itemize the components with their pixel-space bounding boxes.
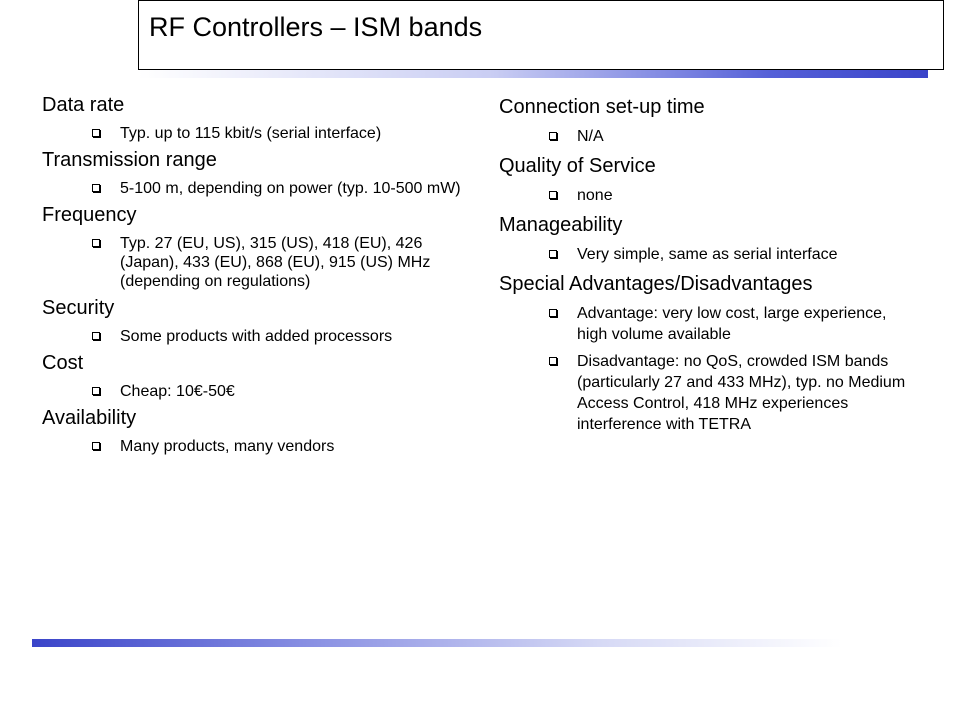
- section-connection-setup-time: Connection set-up time N/A: [499, 94, 919, 147]
- square-bullet-icon: [549, 309, 557, 317]
- list-item-text: Typ. 27 (EU, US), 315 (US), 418 (EU), 42…: [120, 235, 431, 290]
- square-bullet-icon: [549, 191, 557, 199]
- list-item: 5-100 m, depending on power (typ. 10-500…: [42, 179, 462, 198]
- section-heading: Cost: [42, 352, 84, 374]
- list-item: Disadvantage: no QoS, crowded ISM bands …: [499, 351, 919, 435]
- bottom-accent-bar: [32, 639, 842, 647]
- list-item: Advantage: very low cost, large experien…: [499, 303, 919, 345]
- section-security: Security Some products with added proces…: [42, 295, 462, 346]
- list-item-text: Very simple, same as serial interface: [577, 246, 838, 263]
- section-heading: Security: [42, 297, 115, 319]
- section-heading: Special Advantages/Disadvantages: [499, 273, 813, 295]
- section-advantages-disadvantages: Special Advantages/Disadvantages Advanta…: [499, 271, 919, 435]
- list-item: Cheap: 10€-50€: [42, 382, 462, 401]
- list-item-text: 5-100 m, depending on power (typ. 10-500…: [120, 180, 461, 197]
- square-bullet-icon: [92, 332, 100, 340]
- section-heading: Availability: [42, 407, 137, 429]
- section-heading: Frequency: [42, 204, 137, 226]
- list-item: Very simple, same as serial interface: [499, 244, 919, 265]
- list-item-text: Many products, many vendors: [120, 438, 335, 455]
- square-bullet-icon: [92, 442, 100, 450]
- section-frequency: Frequency Typ. 27 (EU, US), 315 (US), 41…: [42, 202, 462, 291]
- square-bullet-icon: [92, 184, 100, 192]
- square-bullet-icon: [549, 250, 557, 258]
- section-heading: Quality of Service: [499, 155, 656, 177]
- section-heading: Connection set-up time: [499, 96, 705, 118]
- list-item-text: Cheap: 10€-50€: [120, 383, 235, 400]
- section-heading: Transmission range: [42, 149, 217, 171]
- slide-title: RF Controllers – ISM bands: [149, 12, 483, 42]
- list-item: Typ. up to 115 kbit/s (serial interface): [42, 124, 462, 143]
- left-column: Data rate Typ. up to 115 kbit/s (serial …: [42, 90, 462, 460]
- list-item: Some products with added processors: [42, 327, 462, 346]
- list-item-text: none: [577, 187, 613, 204]
- list-item-text: Typ. up to 115 kbit/s (serial interface): [120, 125, 382, 142]
- section-cost: Cost Cheap: 10€-50€: [42, 350, 462, 401]
- list-item: Typ. 27 (EU, US), 315 (US), 418 (EU), 42…: [42, 234, 462, 291]
- list-item-text: Advantage: very low cost, large experien…: [577, 305, 887, 343]
- title-box: RF Controllers – ISM bands: [138, 0, 944, 70]
- square-bullet-icon: [549, 357, 557, 365]
- section-heading: Data rate: [42, 94, 125, 116]
- list-item-text: N/A: [577, 128, 604, 145]
- square-bullet-icon: [92, 387, 100, 395]
- section-transmission-range: Transmission range 5-100 m, depending on…: [42, 147, 462, 198]
- list-item-text: Disadvantage: no QoS, crowded ISM bands …: [577, 353, 906, 433]
- square-bullet-icon: [92, 239, 100, 247]
- section-manageability: Manageability Very simple, same as seria…: [499, 212, 919, 265]
- list-item: N/A: [499, 126, 919, 147]
- right-column: Connection set-up time N/A Quality of Se…: [499, 94, 919, 439]
- section-heading: Manageability: [499, 214, 623, 236]
- list-item: none: [499, 185, 919, 206]
- square-bullet-icon: [549, 132, 557, 140]
- square-bullet-icon: [92, 129, 100, 137]
- list-item-text: Some products with added processors: [120, 328, 393, 345]
- top-accent-bar: [138, 70, 928, 78]
- section-quality-of-service: Quality of Service none: [499, 153, 919, 206]
- section-availability: Availability Many products, many vendors: [42, 405, 462, 456]
- list-item: Many products, many vendors: [42, 437, 462, 456]
- section-data-rate: Data rate Typ. up to 115 kbit/s (serial …: [42, 92, 462, 143]
